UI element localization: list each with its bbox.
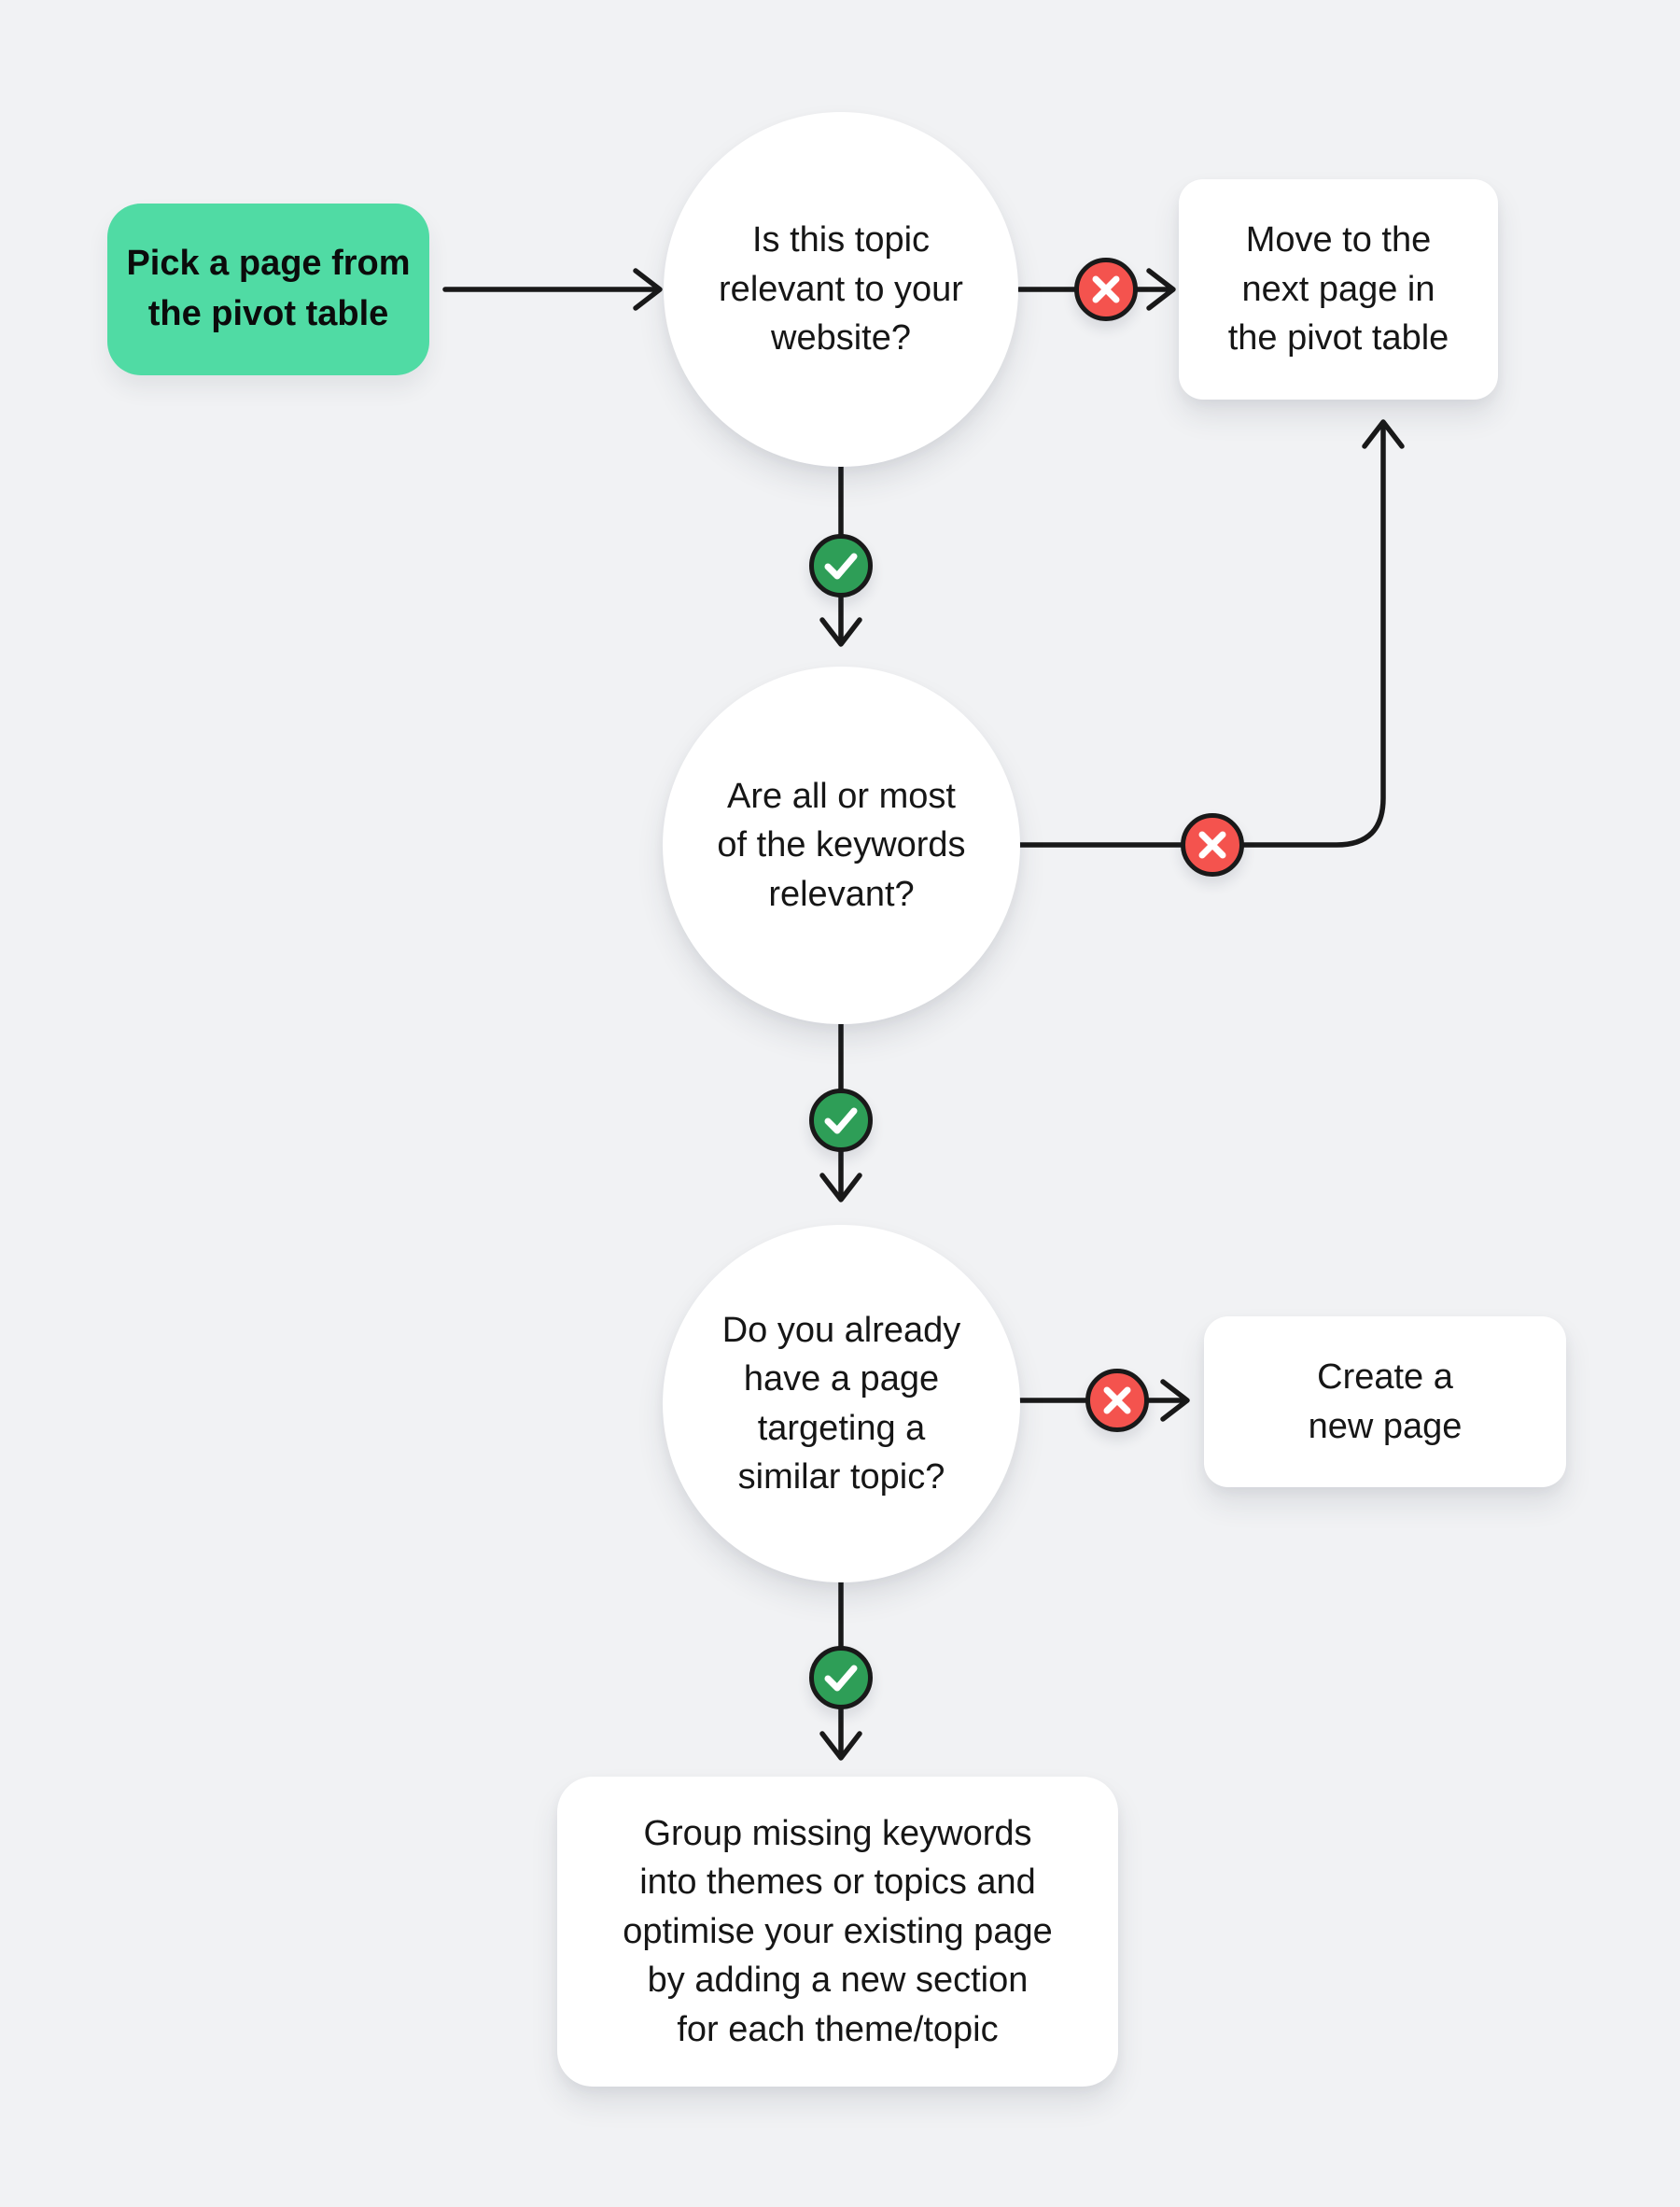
arrowhead-q1-yes [819,617,862,647]
x-icon-glyph [1103,1386,1131,1414]
x-icon-glyph [1092,275,1120,303]
check-icon [809,1089,873,1152]
node-outcome-move-next-page-label: Move to the next page in the pivot table [1227,220,1449,358]
arrowhead-q2-no [1362,419,1405,449]
check-icon-glyph [824,1665,858,1692]
arrowhead-q3-no [1160,1379,1190,1422]
node-question-topic-relevant-label: Is this topic relevant to your website? [719,220,963,358]
arrowhead-q2-yes [819,1173,862,1202]
check-icon [809,1646,873,1709]
arrowhead-q3-yes [819,1731,862,1761]
node-outcome-move-next-page: Move to the next page in the pivot table [1179,179,1498,400]
arrowhead-start-to-q1 [633,268,663,311]
node-question-keywords-relevant: Are all or most of the keywords relevant… [663,667,1020,1024]
check-icon [809,534,873,597]
node-start-label: Pick a page from the pivot table [126,244,411,333]
node-question-existing-page: Do you already have a page targeting a s… [663,1225,1020,1582]
x-icon-glyph [1198,831,1226,859]
node-outcome-group-keywords-optimise-label: Group missing keywords into themes or to… [623,1813,1053,2049]
check-icon-glyph [824,1107,858,1134]
x-icon [1181,813,1244,877]
node-question-existing-page-label: Do you already have a page targeting a s… [721,1310,961,1497]
node-outcome-group-keywords-optimise: Group missing keywords into themes or to… [557,1777,1118,2087]
node-outcome-create-new-page: Create a new page [1204,1316,1566,1487]
x-icon [1085,1369,1149,1432]
arrow-q2-no [1017,425,1386,848]
node-question-keywords-relevant-label: Are all or most of the keywords relevant… [717,776,966,914]
node-outcome-create-new-page-label: Create a new page [1308,1357,1463,1446]
x-icon [1074,258,1138,321]
node-start: Pick a page from the pivot table [107,204,429,375]
arrowhead-q1-no [1146,268,1176,311]
check-icon-glyph [824,553,858,580]
node-question-topic-relevant: Is this topic relevant to your website? [664,112,1018,467]
